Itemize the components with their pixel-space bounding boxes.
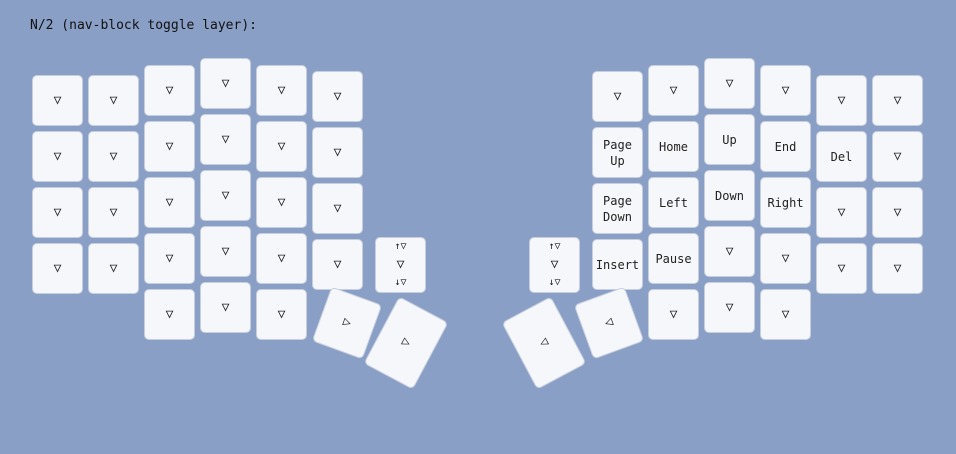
key-left-r3-c6[interactable]: ▽ [312, 183, 363, 234]
key-left-r4-c1[interactable]: ▽ [32, 243, 83, 294]
encoder-down-label: ↓▽ [394, 277, 407, 288]
key-right-r1-c6[interactable]: ▽ [872, 75, 923, 126]
key-left-r3-c1[interactable]: ▽ [32, 187, 83, 238]
key-insert[interactable]: Insert [592, 239, 643, 290]
key-left-r1-c4[interactable]: ▽ [200, 58, 251, 109]
key-right-r4-c6[interactable]: ▽ [872, 243, 923, 294]
key-right-r5-c3[interactable]: ▽ [704, 282, 755, 333]
key-left-r3-c5[interactable]: ▽ [256, 177, 307, 228]
key-right-arrow[interactable]: Right [760, 177, 811, 228]
key-left-r3-c2[interactable]: ▽ [88, 187, 139, 238]
key-right-r1-c4[interactable]: ▽ [760, 65, 811, 116]
key-left-r2-c6[interactable]: ▽ [312, 127, 363, 178]
key-left-r1-c3[interactable]: ▽ [144, 65, 195, 116]
encoder-center-label: ▽ [396, 257, 405, 272]
key-right-r4-c3[interactable]: ▽ [704, 226, 755, 277]
key-left-r2-c2[interactable]: ▽ [88, 131, 139, 182]
key-left-r4-c3[interactable]: ▽ [144, 233, 195, 284]
key-right-r5-c4[interactable]: ▽ [760, 289, 811, 340]
key-left-r1-c6[interactable]: ▽ [312, 71, 363, 122]
encoder-up-label: ↑▽ [394, 241, 407, 252]
key-left-r4-c5[interactable]: ▽ [256, 233, 307, 284]
key-right-r3-c5[interactable]: ▽ [816, 187, 867, 238]
key-left-r1-c5[interactable]: ▽ [256, 65, 307, 116]
key-up-arrow[interactable]: Up [704, 114, 755, 165]
key-pause[interactable]: Pause [648, 233, 699, 284]
key-left-arrow[interactable]: Left [648, 177, 699, 228]
key-end[interactable]: End [760, 121, 811, 172]
key-left-r2-c4[interactable]: ▽ [200, 114, 251, 165]
key-right-r1-c5[interactable]: ▽ [816, 75, 867, 126]
key-right-r1-c2[interactable]: ▽ [648, 65, 699, 116]
key-left-r4-c4[interactable]: ▽ [200, 226, 251, 277]
key-page-up[interactable]: Page Up [592, 127, 643, 178]
key-left-r2-c5[interactable]: ▽ [256, 121, 307, 172]
key-page-down[interactable]: Page Down [592, 183, 643, 234]
key-left-r5-c4[interactable]: ▽ [200, 282, 251, 333]
key-right-encoder[interactable]: ↑▽ ▽ ↓▽ [529, 237, 580, 293]
key-right-thumb-1[interactable]: ◁ [501, 296, 587, 390]
key-right-r1-c3[interactable]: ▽ [704, 58, 755, 109]
key-del[interactable]: Del [816, 131, 867, 182]
key-left-r4-c2[interactable]: ▽ [88, 243, 139, 294]
encoder-down-label: ↓▽ [548, 277, 561, 288]
key-left-r5-c5[interactable]: ▽ [256, 289, 307, 340]
key-left-r3-c4[interactable]: ▽ [200, 170, 251, 221]
key-left-r2-c3[interactable]: ▽ [144, 121, 195, 172]
key-left-r3-c3[interactable]: ▽ [144, 177, 195, 228]
key-left-r5-c3[interactable]: ▽ [144, 289, 195, 340]
encoder-center-label: ▽ [550, 257, 559, 272]
key-left-r1-c1[interactable]: ▽ [32, 75, 83, 126]
key-right-r4-c4[interactable]: ▽ [760, 233, 811, 284]
encoder-up-label: ↑▽ [548, 241, 561, 252]
key-left-r2-c1[interactable]: ▽ [32, 131, 83, 182]
key-right-r3-c6[interactable]: ▽ [872, 187, 923, 238]
key-right-r2-c6[interactable]: ▽ [872, 131, 923, 182]
key-right-r4-c5[interactable]: ▽ [816, 243, 867, 294]
key-right-r1-c1[interactable]: ▽ [592, 71, 643, 122]
layer-title: N/2 (nav-block toggle layer): [30, 18, 257, 33]
key-right-thumb-2[interactable]: ◁ [573, 286, 645, 360]
key-down-arrow[interactable]: Down [704, 170, 755, 221]
key-home[interactable]: Home [648, 121, 699, 172]
key-left-r1-c2[interactable]: ▽ [88, 75, 139, 126]
key-left-encoder[interactable]: ↑▽ ▽ ↓▽ [375, 237, 426, 293]
key-right-r5-c2[interactable]: ▽ [648, 289, 699, 340]
key-left-r4-c6[interactable]: ▽ [312, 239, 363, 290]
